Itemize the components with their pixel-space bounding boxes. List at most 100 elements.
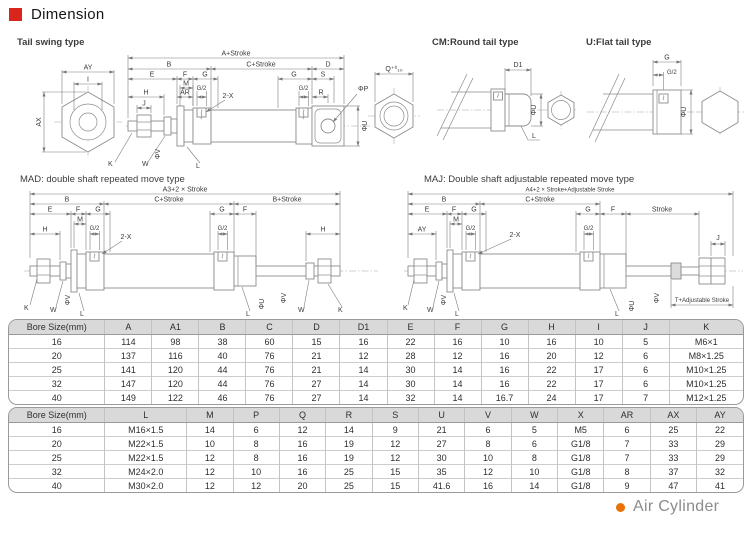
table-cell: 6 [621,376,670,391]
dim-label: 2-X [510,232,521,239]
column-header: Q [278,408,326,423]
table-cell: 149 [104,390,152,404]
table-cell: 29 [696,450,743,465]
column-header: L [104,408,187,423]
table-cell: 10 [510,464,558,479]
dim-label: B [442,197,447,204]
dim-label: B+Stroke [273,197,302,204]
dim-label: K [338,307,343,314]
table-cell: 41.6 [417,478,465,492]
table-cell: 32 [386,390,435,404]
table-cell: G1/8 [557,450,604,465]
dim-label: A+Stroke [222,51,251,58]
dim-label: H [143,90,148,97]
dim-label: G [219,207,224,214]
table-cell: 14 [186,422,233,437]
dim-label: G [585,207,590,214]
maj-drawing: A4+2 × Stroke+Adjustable Stroke B C+Stro… [403,188,743,318]
table-cell: 17 [574,376,623,391]
table-cell: 16 [278,450,326,465]
dim-label: H [320,227,325,234]
column-header: S [371,408,419,423]
dim-label: G [95,207,100,214]
dim-label: L [532,133,536,140]
dim-label: W [427,307,434,314]
dim-label: 2-X [223,93,234,100]
table-cell: 14 [339,362,387,377]
dim-label: C+Stroke [525,197,554,204]
title-mad: MAD: double shaft repeated move type [20,174,185,185]
table-cell: 141 [104,362,152,377]
dim-label: ΦV [654,293,661,304]
table-cell: 21 [292,362,340,377]
table-cell: 12 [278,422,326,437]
table-cell: 60 [245,334,293,349]
column-header: B [198,320,246,335]
table-cell: 41 [696,478,743,492]
table-cell: 76 [245,376,293,391]
table-cell: 8 [603,464,651,479]
table-cell: M30×2.0 [104,478,187,492]
table-cell: M24×2.0 [104,464,187,479]
page-footer: Air Cylinder [616,498,719,516]
dim-label: D1 [514,62,523,69]
dim-label: G/2 [90,226,100,232]
column-header: X [557,408,604,423]
table-cell: 16 [278,464,326,479]
dim-label: G/2 [299,86,309,92]
dim-label: W [298,307,305,314]
dim-label: F [611,207,615,214]
table-cell: 14 [339,376,387,391]
dim-label: ΦU [362,121,369,132]
column-header: D1 [339,320,387,335]
dim-label: G/2 [466,226,476,232]
dim-label: W [50,307,57,314]
table-cell: 27 [417,436,465,451]
dim-label: G [291,72,296,79]
table-cell: 30 [417,450,465,465]
table-cell: G1/8 [557,464,604,479]
dim-label: E [425,207,430,214]
table-cell: 10 [480,334,529,349]
dim-label: G [664,55,669,62]
table-cell: 12 [186,478,233,492]
table-cell: 17 [574,390,623,404]
tail-swing-side-view [126,105,370,147]
dim-label: ΦV [441,295,448,306]
table-cell: 16 [464,478,512,492]
dim-label: ΦV [155,149,162,160]
column-header: I [574,320,623,335]
dim-label: B [167,62,172,69]
table-cell: 76 [245,348,293,363]
column-header: E [386,320,435,335]
dim-label: ΦU [259,299,266,310]
dim-label: ΦV [65,295,72,306]
table-cell: 147 [104,376,152,391]
table-cell: 5 [621,334,670,349]
dim-label: AY [84,65,93,72]
table-cell: 28 [386,348,435,363]
dim-label: AX [36,117,43,127]
dim-label: ΦU [531,105,538,116]
dim-label: K [24,305,29,312]
dim-label: H [42,227,47,234]
table-cell: 98 [151,334,199,349]
table-cell: 10 [574,334,623,349]
table-cell: 40 [198,348,246,363]
table-cell: 40 [9,390,105,404]
table-cell: 32 [9,464,105,479]
table-cell: 12 [232,478,280,492]
table-cell: 114 [104,334,152,349]
dim-label: K [403,305,408,312]
column-header: C [245,320,293,335]
dim-label: ΦU [681,107,688,118]
table-cell: 20 [527,348,576,363]
table-cell: 17 [574,362,623,377]
